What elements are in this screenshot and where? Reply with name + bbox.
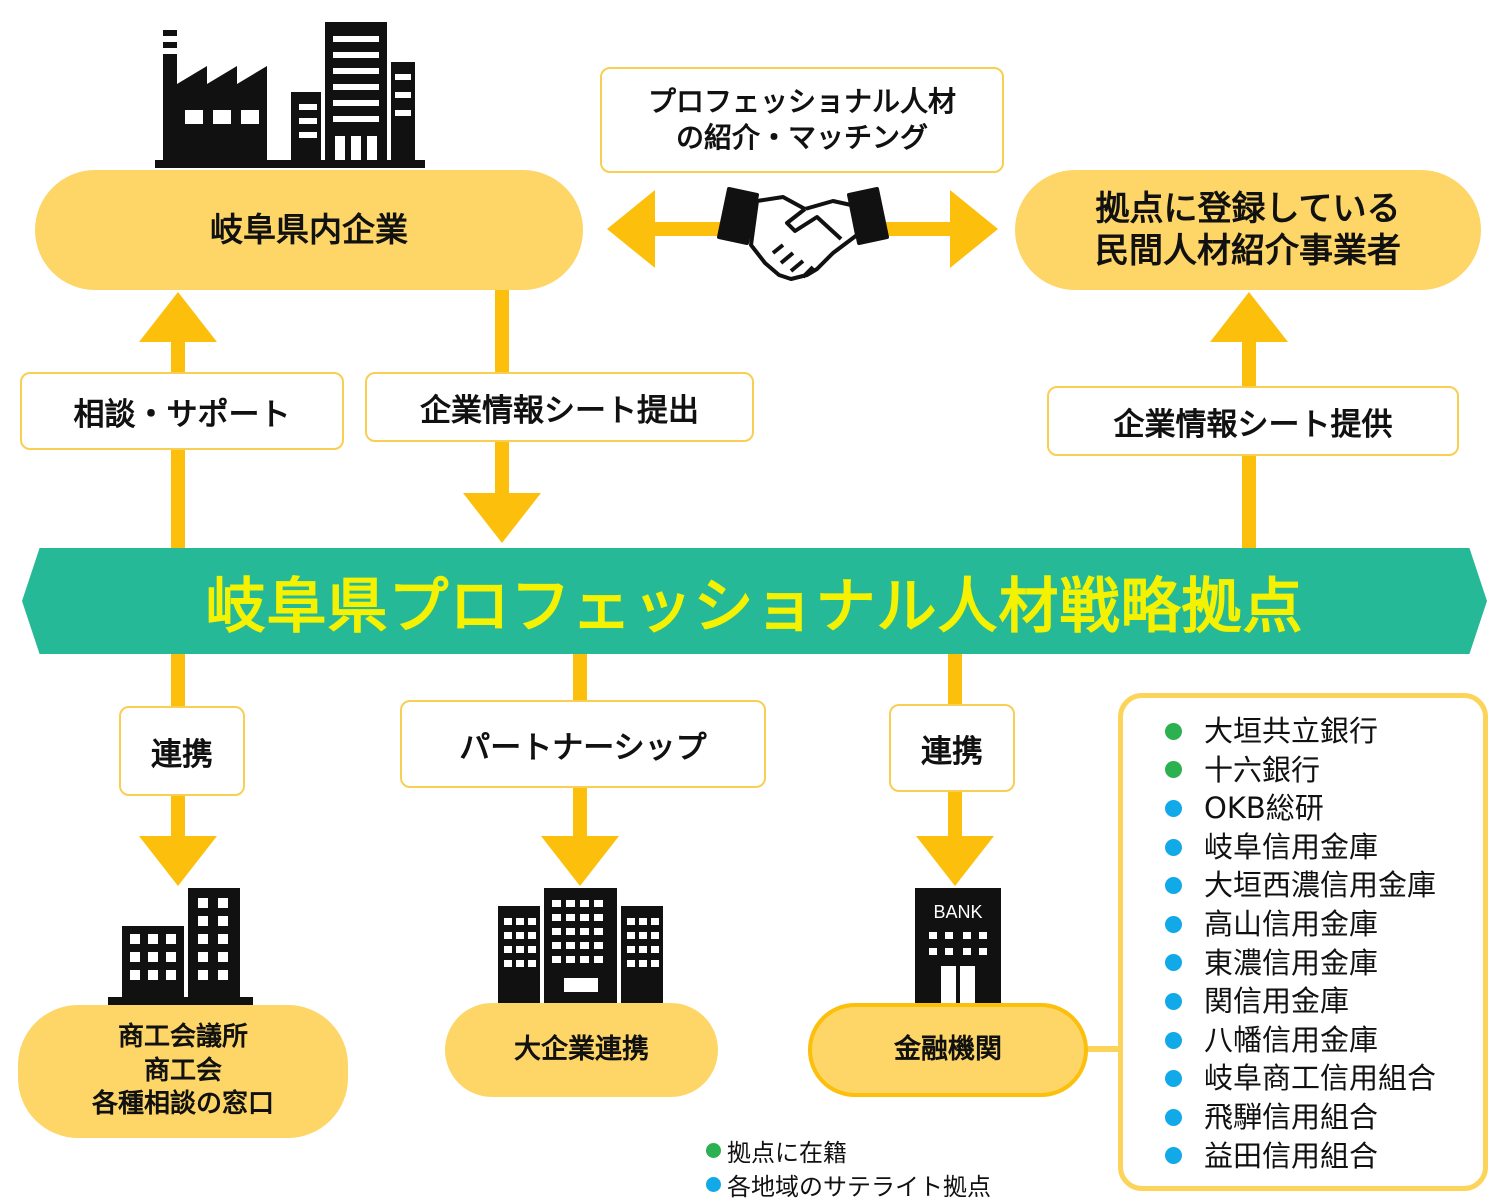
right-up-arrow-head — [1210, 292, 1288, 342]
legend-blue-label: 各地域のサテライト拠点 — [727, 1173, 991, 1201]
legend-green: 拠点に在籍 — [706, 1133, 847, 1168]
node-large-company: 大企業連携 — [445, 1003, 718, 1097]
label-collab-left: 連携 — [119, 706, 245, 796]
node-gifu-companies-label: 岐阜県内企業 — [210, 210, 408, 250]
financial-institution-item: 八幡信用金庫 — [1165, 1021, 1483, 1060]
label-sheet-provide: 企業情報シート提供 — [1047, 386, 1459, 456]
handshake-icon — [717, 187, 889, 281]
financial-institution-item: 関信用金庫 — [1165, 982, 1483, 1021]
node-gifu-companies: 岐阜県内企業 — [35, 170, 583, 290]
green-dot-icon — [1165, 722, 1182, 740]
matching-arrow-left-head — [607, 190, 655, 268]
bank-sign: BANK — [933, 902, 982, 922]
office-building-icon — [108, 888, 253, 1005]
financial-institutions-list: 大垣共立銀行十六銀行 OKB総研岐阜信用金庫大垣西濃信用金庫高山信用金庫東濃信用金… — [1118, 693, 1488, 1191]
label-matching: プロフェッショナル人材 の紹介・マッチング — [600, 67, 1004, 173]
node-registered-agencies-line2: 民間人材紹介事業者 — [1095, 231, 1401, 271]
label-sheet-submit: 企業情報シート提出 — [365, 372, 754, 442]
financial-list-connector — [1088, 1046, 1120, 1052]
financial-institution-name: 岐阜信用金庫 — [1204, 829, 1379, 864]
label-sheet-submit-text: 企業情報シート提出 — [420, 392, 699, 429]
corporate-building-icon — [498, 888, 663, 1003]
green-dot-icon — [1165, 761, 1182, 779]
central-banner-title: 岐阜県プロフェッショナル人材戦略拠点 — [205, 571, 1304, 642]
lower-left-arrow-head — [139, 836, 217, 886]
blue-dot-icon — [1165, 1147, 1182, 1165]
node-large-company-label: 大企業連携 — [514, 1034, 649, 1066]
financial-institution-name: 十六銀行 — [1204, 752, 1321, 787]
label-consult-support: 相談・サポート — [20, 372, 344, 450]
bank-building-icon: BANK — [915, 888, 1001, 1003]
label-sheet-provide-text: 企業情報シート提供 — [1113, 406, 1393, 443]
legend-blue-dot — [706, 1177, 721, 1192]
factory-building-icon — [155, 22, 425, 168]
legend-blue: 各地域のサテライト拠点 — [706, 1167, 991, 1202]
left-up-arrow-head — [139, 292, 217, 342]
financial-institution-name: OKB総研 — [1204, 791, 1324, 826]
node-chamber-line3: 各種相談の窓口 — [91, 1089, 274, 1120]
financial-institution-name: 益田信用組合 — [1204, 1138, 1379, 1173]
financial-institution-item: 大垣共立銀行 — [1165, 712, 1483, 751]
financial-institution-name: 大垣共立銀行 — [1204, 714, 1379, 748]
blue-dot-icon — [1165, 877, 1182, 895]
legend-green-label: 拠点に在籍 — [727, 1139, 847, 1167]
financial-institution-name: 八幡信用金庫 — [1204, 1022, 1379, 1057]
blue-dot-icon — [1165, 992, 1182, 1010]
financial-institution-item: 大垣西濃信用金庫 — [1165, 866, 1483, 905]
label-matching-line2: の紹介・マッチング — [675, 121, 928, 154]
financial-institution-item: 十六銀行 — [1165, 751, 1483, 790]
node-registered-agencies: 拠点に登録している 民間人材紹介事業者 — [1015, 170, 1481, 290]
node-chamber-of-commerce: 商工会議所 商工会 各種相談の窓口 — [18, 1005, 348, 1138]
financial-institution-name: 飛騨信用組合 — [1204, 1099, 1379, 1134]
central-banner: 岐阜県プロフェッショナル人材戦略拠点 — [22, 548, 1487, 654]
node-chamber-line1: 商工会議所 — [117, 1021, 248, 1052]
lower-right-arrow-head — [916, 836, 994, 886]
financial-institution-name: 岐阜商工信用組合 — [1204, 1061, 1437, 1096]
matching-arrow-right-head — [950, 190, 998, 268]
blue-dot-icon — [1165, 1108, 1182, 1126]
label-partnership-text: パートナーシップ — [459, 729, 707, 766]
financial-institution-item: 岐阜信用金庫 — [1165, 828, 1483, 867]
label-collab-left-text: 連携 — [151, 736, 213, 773]
label-matching-line1: プロフェッショナル人材 — [647, 84, 956, 118]
financial-institution-item: 岐阜商工信用組合 — [1165, 1059, 1483, 1098]
lower-middle-arrow-head — [541, 836, 619, 886]
financial-institution-name: 東濃信用金庫 — [1204, 945, 1379, 980]
label-collab-right-text: 連携 — [921, 733, 983, 770]
blue-dot-icon — [1165, 954, 1182, 972]
blue-dot-icon — [1165, 838, 1182, 856]
financial-institution-name: 高山信用金庫 — [1204, 906, 1379, 941]
blue-dot-icon — [1165, 915, 1182, 933]
node-registered-agencies-line1: 拠点に登録している — [1095, 188, 1401, 229]
label-consult-support-text: 相談・サポート — [73, 396, 291, 433]
financial-institution-name: 大垣西濃信用金庫 — [1204, 868, 1437, 903]
legend-green-dot — [706, 1143, 721, 1158]
financial-institution-item: 益田信用組合 — [1165, 1137, 1483, 1176]
label-collab-right: 連携 — [889, 704, 1015, 792]
blue-dot-icon — [1165, 799, 1182, 817]
financial-institution-item: 東濃信用金庫 — [1165, 944, 1483, 983]
financial-institutions-ul: 大垣共立銀行十六銀行 OKB総研岐阜信用金庫大垣西濃信用金庫高山信用金庫東濃信用金… — [1123, 698, 1483, 1175]
node-financial: 金融機関 — [808, 1003, 1088, 1097]
middle-down-arrow-head — [463, 493, 541, 543]
node-chamber-line2: 商工会 — [143, 1055, 222, 1086]
blue-dot-icon — [1165, 1031, 1182, 1049]
financial-institution-item: OKB総研 — [1165, 789, 1483, 828]
financial-institution-item: 飛騨信用組合 — [1165, 1098, 1483, 1137]
financial-institution-item: 高山信用金庫 — [1165, 905, 1483, 944]
financial-institution-name: 関信用金庫 — [1204, 984, 1350, 1019]
blue-dot-icon — [1165, 1070, 1182, 1088]
label-partnership: パートナーシップ — [400, 700, 766, 788]
node-financial-label: 金融機関 — [894, 1034, 1002, 1066]
